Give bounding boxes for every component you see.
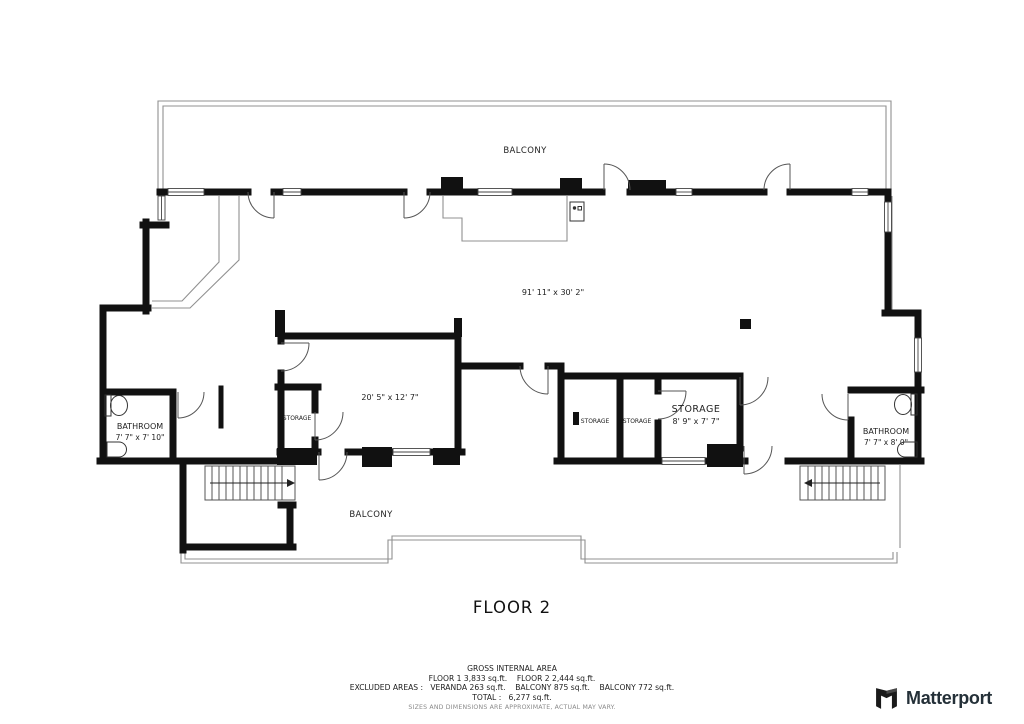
door <box>280 342 310 372</box>
bathroom-right-label: BATHROOM <box>863 427 909 436</box>
matterport-logo: Matterport <box>874 686 992 711</box>
door <box>763 163 791 191</box>
floor-areas-line: FLOOR 1 3,833 sq.ft. FLOOR 2 2,444 sq.ft… <box>428 673 596 683</box>
door <box>247 191 275 219</box>
area-summary: GROSS INTERNAL AREA FLOOR 1 3,833 sq.ft.… <box>0 664 1024 713</box>
bathroom-left-label: BATHROOM <box>117 422 163 431</box>
storage-small-1-label: STORAGE <box>581 418 610 425</box>
doors <box>177 163 849 481</box>
wall-pillars <box>275 177 751 467</box>
door <box>318 451 348 481</box>
column <box>740 319 751 329</box>
fixtures <box>104 201 918 458</box>
balcony-top-label: BALCONY <box>503 146 547 156</box>
stairs-up-arrow-right <box>287 479 295 487</box>
excluded-areas-line: EXCLUDED AREAS : VERANDA 263 sq.ft. BALC… <box>349 683 675 693</box>
door <box>821 393 849 421</box>
door <box>519 365 549 395</box>
balcony-bottom-label: BALCONY <box>349 510 393 520</box>
bathroom-left-dim: 7' 7" x 7' 10" <box>116 433 165 442</box>
disclaimer-text: SIZES AND DIMENSIONS ARE APPROXIMATE, AC… <box>408 704 616 712</box>
sink-icon <box>106 441 127 458</box>
windows <box>157 188 922 465</box>
staircase-right <box>799 465 886 501</box>
gross-internal-area-heading: GROSS INTERNAL AREA <box>467 664 557 673</box>
door <box>403 191 431 219</box>
stairs-up-arrow-left <box>804 479 812 487</box>
matterport-logo-text: Matterport <box>906 688 992 708</box>
toilet-icon <box>894 393 918 416</box>
total-area-line: TOTAL : 6,277 sq.ft. <box>472 692 552 702</box>
floor-title: FLOOR 2 <box>472 598 552 617</box>
door <box>314 411 344 441</box>
toilet-icon <box>104 394 128 417</box>
storage-big-dim: 8' 9" x 7' 7" <box>672 417 719 426</box>
door <box>603 163 631 191</box>
sink-icon <box>897 441 918 458</box>
door <box>177 391 205 419</box>
walls <box>96 188 925 554</box>
storage-big-label: STORAGE <box>672 404 721 415</box>
door <box>657 390 687 420</box>
plan-labels: BALCONY 91' 11" x 30' 2" 20' 5" x 12' 7"… <box>116 146 910 520</box>
bathroom-right-dim: 7' 7" x 8' 0" <box>864 438 908 447</box>
storage-closet-label: STORAGE <box>283 415 312 422</box>
staircase-left <box>204 465 296 501</box>
balcony-outlines <box>152 100 901 564</box>
utility-box-icon <box>569 201 585 222</box>
overall-dimension-label: 91' 11" x 30' 2" <box>522 288 584 297</box>
door <box>743 445 773 475</box>
door <box>739 376 769 406</box>
center-room-dimension-label: 20' 5" x 12' 7" <box>361 393 418 402</box>
matterport-logo-icon <box>876 688 897 709</box>
storage-small-2-label: STORAGE <box>623 418 652 425</box>
